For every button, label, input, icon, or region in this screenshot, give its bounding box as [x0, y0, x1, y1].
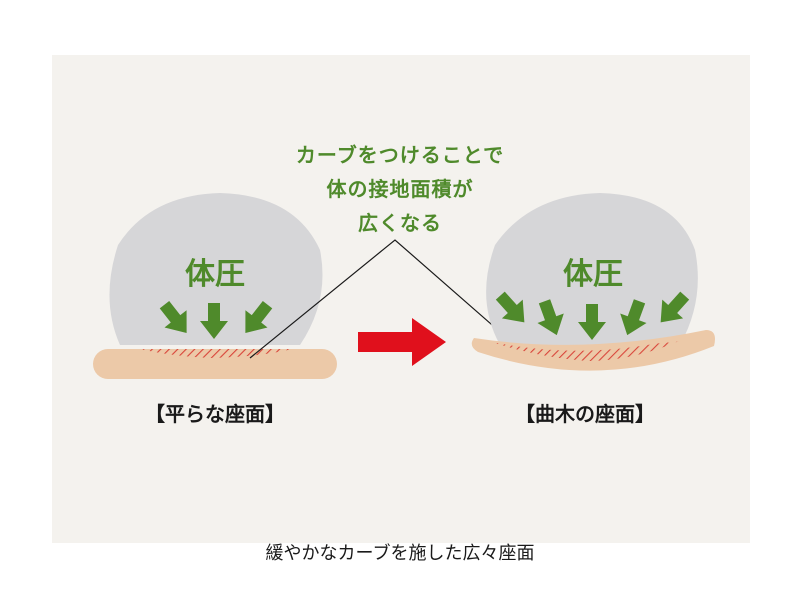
arrow-down-icon [200, 303, 228, 339]
transition-arrow-icon [358, 318, 446, 366]
headline-line-1: カーブをつけることで [295, 143, 505, 167]
left-seat-label: 【平らな座面】 [145, 402, 285, 426]
right-curved-seat [471, 330, 715, 371]
headline-line-2: 体の接地面積が [326, 177, 474, 201]
arrow-down-icon [159, 300, 187, 334]
arrow-down-icon [537, 299, 564, 336]
arrow-down-icon [245, 300, 273, 334]
callout-lines [249, 239, 516, 359]
right-pressure-label: 体圧 [563, 257, 623, 292]
left-flat-seat [93, 349, 337, 379]
left-pressure-arrows [159, 300, 273, 339]
right-body-shape [486, 193, 698, 345]
right-pressure-arrows [495, 291, 690, 340]
right-seat-label: 【曲木の座面】 [515, 402, 655, 426]
arrow-down-icon [620, 299, 647, 336]
caption: 緩やかなカーブを施した広々座面 [265, 543, 535, 564]
arrow-down-icon [660, 291, 690, 323]
right-contact-area [492, 337, 690, 361]
left-pressure-label: 体圧 [185, 257, 245, 292]
headline-line-3: 広くなる [358, 211, 442, 235]
arrow-down-icon [495, 291, 525, 323]
left-contact-area [140, 349, 292, 358]
arrow-down-icon [578, 304, 606, 340]
